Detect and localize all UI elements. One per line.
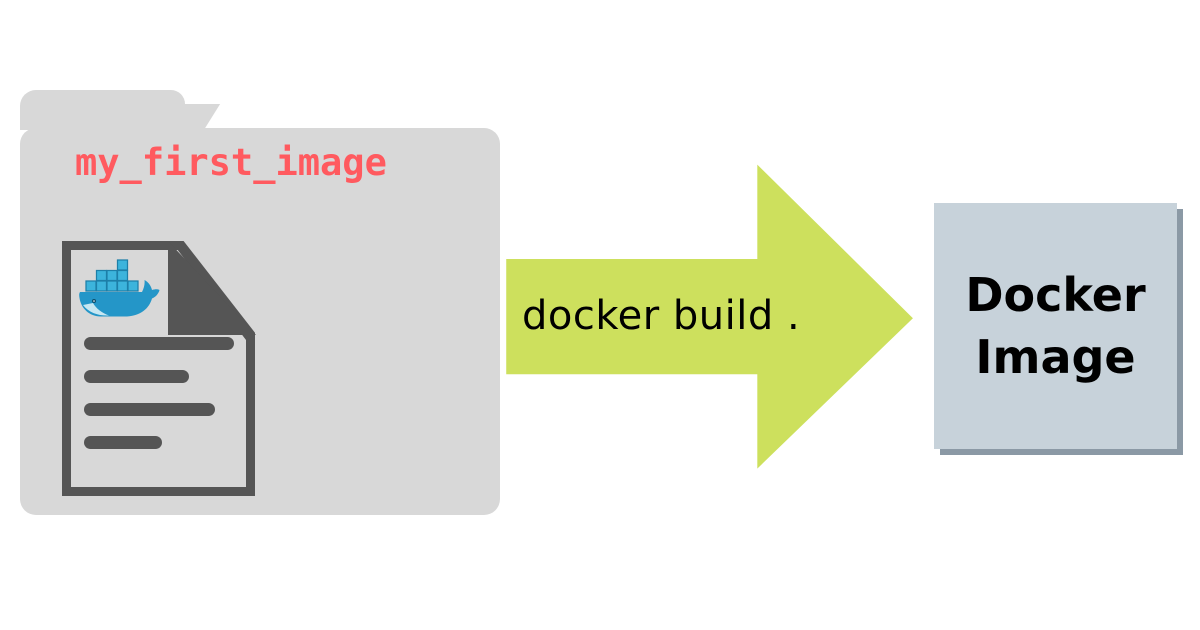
docker-build-arrow[interactable]: docker build . xyxy=(500,155,920,480)
document-line xyxy=(84,403,215,416)
docker-image-box-face xyxy=(934,203,1177,449)
document-line xyxy=(84,436,162,449)
document-line xyxy=(84,337,234,350)
folder-name-label: my_first_image xyxy=(75,141,387,184)
docker-image-label-line-1: Docker xyxy=(965,268,1146,322)
docker-image-box[interactable]: Docker Image xyxy=(928,197,1188,462)
docker-whale-icon xyxy=(79,259,160,317)
docker-image-box-label: Docker Image xyxy=(934,203,1177,449)
document-text-lines xyxy=(84,337,234,469)
folder-my-first-image[interactable]: my_first_image xyxy=(0,0,530,540)
folder-tab xyxy=(20,90,185,130)
dockerfile-document[interactable] xyxy=(62,241,256,496)
arrow-command-label: docker build . xyxy=(522,293,801,339)
document-line xyxy=(84,370,189,383)
docker-image-label-line-2: Image xyxy=(975,330,1136,384)
